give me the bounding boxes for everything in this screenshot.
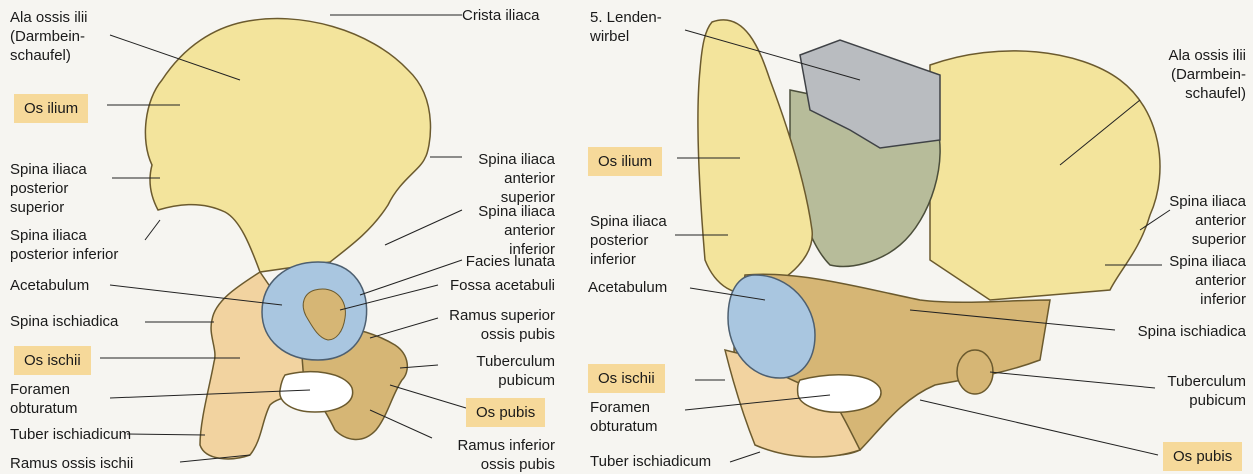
label-ala-ossis-ilii-left: Ala ossis ilii (Darmbein- schaufel) [10,8,88,65]
left-foramen-shape [280,372,353,412]
label-lendenwirbel: 5. Lenden- wirbel [590,8,662,46]
label-ramus-superior: Ramus superior ossis pubis [400,306,555,344]
label-crista-iliaca: Crista iliaca [462,6,540,25]
label-spina-ischiadica-right: Spina ischiadica [1100,322,1246,341]
label-acetabulum-right: Acetabulum [588,278,667,297]
label-foramen-obturatum-right: Foramen obturatum [590,398,658,436]
label-os-ilium-left: Os ilium [14,94,88,123]
label-os-ischii-right: Os ischii [588,364,665,393]
label-facies-lunata: Facies lunata [420,252,555,271]
label-acetabulum-left: Acetabulum [10,276,89,295]
label-os-ischii-left: Os ischii [14,346,91,375]
label-sipi-right: Spina iliaca posterior inferior [590,212,667,269]
label-spina-ischiadica-left: Spina ischiadica [10,312,118,331]
right-symphysis-shape [957,350,993,394]
label-ramus-ossis-ischii: Ramus ossis ischii [10,454,133,473]
label-foramen-obturatum-left: Foramen obturatum [10,380,78,418]
label-siai-left: Spina iliaca anterior inferior [452,202,555,259]
left-hip-bone [145,19,430,459]
right-foramen-shape [798,375,881,413]
right-pelvis [698,20,1160,457]
label-tuberculum-pubicum-left: Tuberculum pubicum [420,352,555,390]
label-sias-right: Spina iliaca anterior superior [1140,192,1246,249]
right-near-ilium-shape [698,20,812,293]
label-tuberculum-pubicum-right: Tuberculum pubicum [1140,372,1246,410]
label-tuber-ischiadicum-left: Tuber ischiadicum [10,425,131,444]
label-fossa-acetabuli: Fossa acetabuli [400,276,555,295]
label-sipi-left: Spina iliaca posterior inferior [10,226,118,264]
label-os-ilium-right: Os ilium [588,147,662,176]
label-sips-left: Spina iliaca posterior superior [10,160,87,217]
label-os-pubis-left: Os pubis [466,398,545,427]
label-ala-ossis-ilii-right: Ala ossis ilii (Darmbein- schaufel) [1120,46,1246,103]
label-siai-right: Spina iliaca anterior inferior [1140,252,1246,309]
label-sias-left: Spina iliaca anterior superior [452,150,555,207]
label-tuber-ischiadicum-right: Tuber ischiadicum [590,452,711,471]
label-ramus-inferior: Ramus inferior ossis pubis [400,436,555,474]
left-ilium-shape [145,19,430,272]
label-os-pubis-right: Os pubis [1163,442,1242,471]
